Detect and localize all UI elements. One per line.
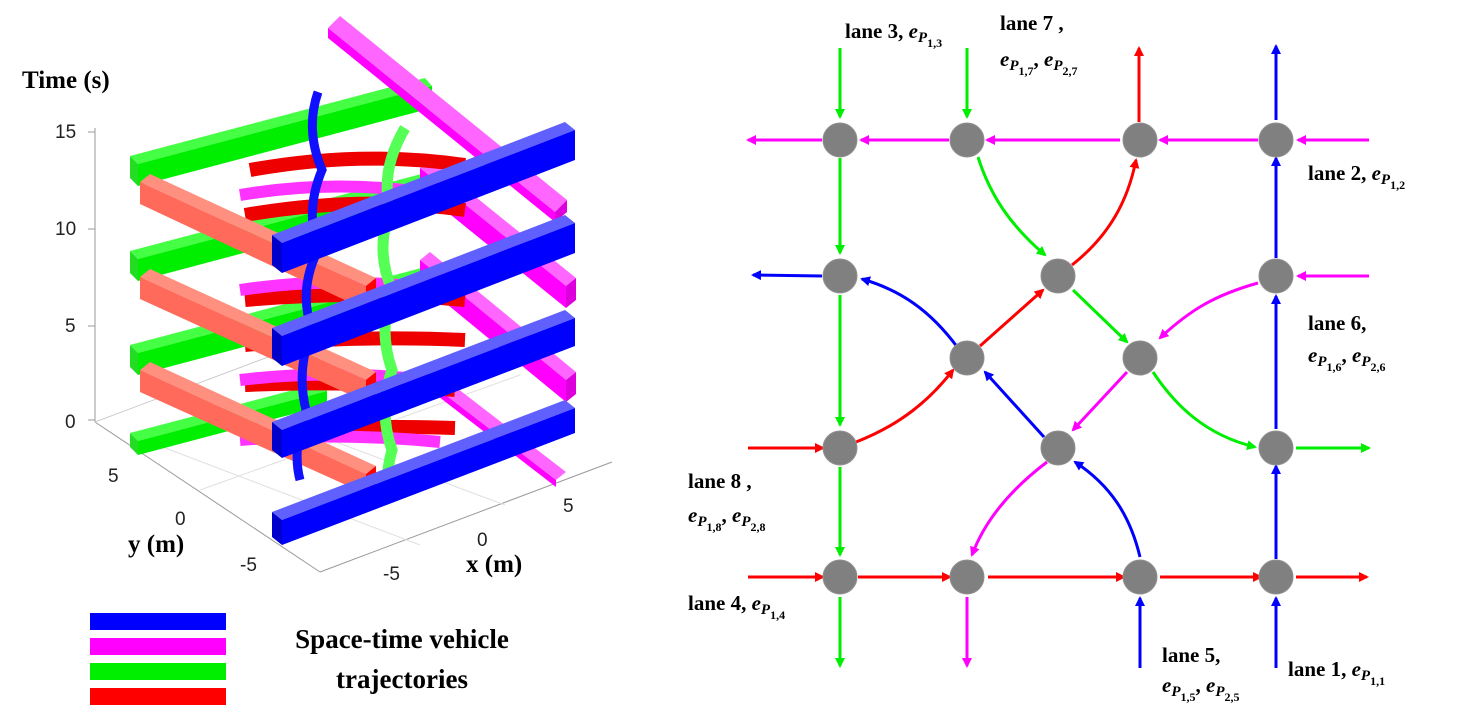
magenta-edges <box>746 135 1369 668</box>
legend-swatch-magenta <box>90 638 226 655</box>
network-nodes <box>822 122 1294 595</box>
lane-5-label-line1: lane 5, <box>1162 643 1220 667</box>
plot-3d: Time (s) 15 10 5 0 5 0 -5 -5 0 5 y (m) x… <box>22 16 613 585</box>
z-tick-10: 10 <box>55 219 76 240</box>
y-tick-5: 5 <box>108 466 119 487</box>
lane-6-label-line2: eP1,6, eP2,6 <box>1308 343 1386 374</box>
lane-6-label-line1: lane 6, <box>1308 311 1366 335</box>
node <box>822 430 858 466</box>
node <box>1258 258 1294 294</box>
node <box>1040 430 1076 466</box>
node <box>822 258 858 294</box>
lane-8-label-line1: lane 8 , <box>688 469 752 493</box>
y-tick-0: 0 <box>175 509 186 530</box>
node <box>1258 559 1294 595</box>
green-edges <box>835 48 1371 668</box>
y-tick-neg5: -5 <box>240 555 257 576</box>
x-tick-0: 0 <box>477 530 488 551</box>
lane-2-label: lane 2, eP1,2 <box>1308 161 1405 192</box>
lane-1-label: lane 1, eP1,1 <box>1288 657 1385 688</box>
node <box>1122 559 1158 595</box>
node <box>949 340 985 376</box>
z-axis-title: Time (s) <box>22 67 110 94</box>
legend-swatch-blue <box>90 613 226 630</box>
lane-4-label: lane 4, eP1,4 <box>688 591 785 622</box>
blue-edges <box>751 44 1281 668</box>
node <box>1258 430 1294 466</box>
lane-network: lane 3, eP1,3 lane 7 , eP1,7, eP2,7 lane… <box>688 11 1405 704</box>
lane-3-label: lane 3, eP1,3 <box>845 19 942 50</box>
node <box>822 122 858 158</box>
z-tick-5: 5 <box>65 316 76 337</box>
legend: Space-time vehicle trajectories <box>90 613 509 705</box>
lane-5-label-line2: eP1,5, eP2,5 <box>1162 673 1240 704</box>
lane-7-label-line1: lane 7 , <box>1000 11 1064 35</box>
x-tick-5: 5 <box>563 496 574 517</box>
y-axis-title: y (m) <box>128 531 184 558</box>
node <box>1258 122 1294 158</box>
node <box>822 559 858 595</box>
legend-title-line2: trajectories <box>336 664 468 694</box>
node <box>1122 122 1158 158</box>
x-tick-neg5: -5 <box>383 564 400 585</box>
node <box>1122 340 1158 376</box>
blue-trajectory-bars <box>272 122 575 545</box>
lane-7-label-line2: eP1,7, eP2,7 <box>1000 47 1078 78</box>
legend-swatch-green <box>90 663 226 680</box>
legend-swatch-red <box>90 688 226 705</box>
legend-title-line1: Space-time vehicle <box>295 624 509 654</box>
node <box>1040 258 1076 294</box>
z-tick-0: 0 <box>65 412 76 433</box>
lane-8-label-line2: eP1,8, eP2,8 <box>688 503 766 534</box>
x-axis-title: x (m) <box>466 551 522 578</box>
node <box>949 559 985 595</box>
red-edges <box>748 46 1369 582</box>
z-tick-15: 15 <box>55 122 76 143</box>
node <box>949 122 985 158</box>
